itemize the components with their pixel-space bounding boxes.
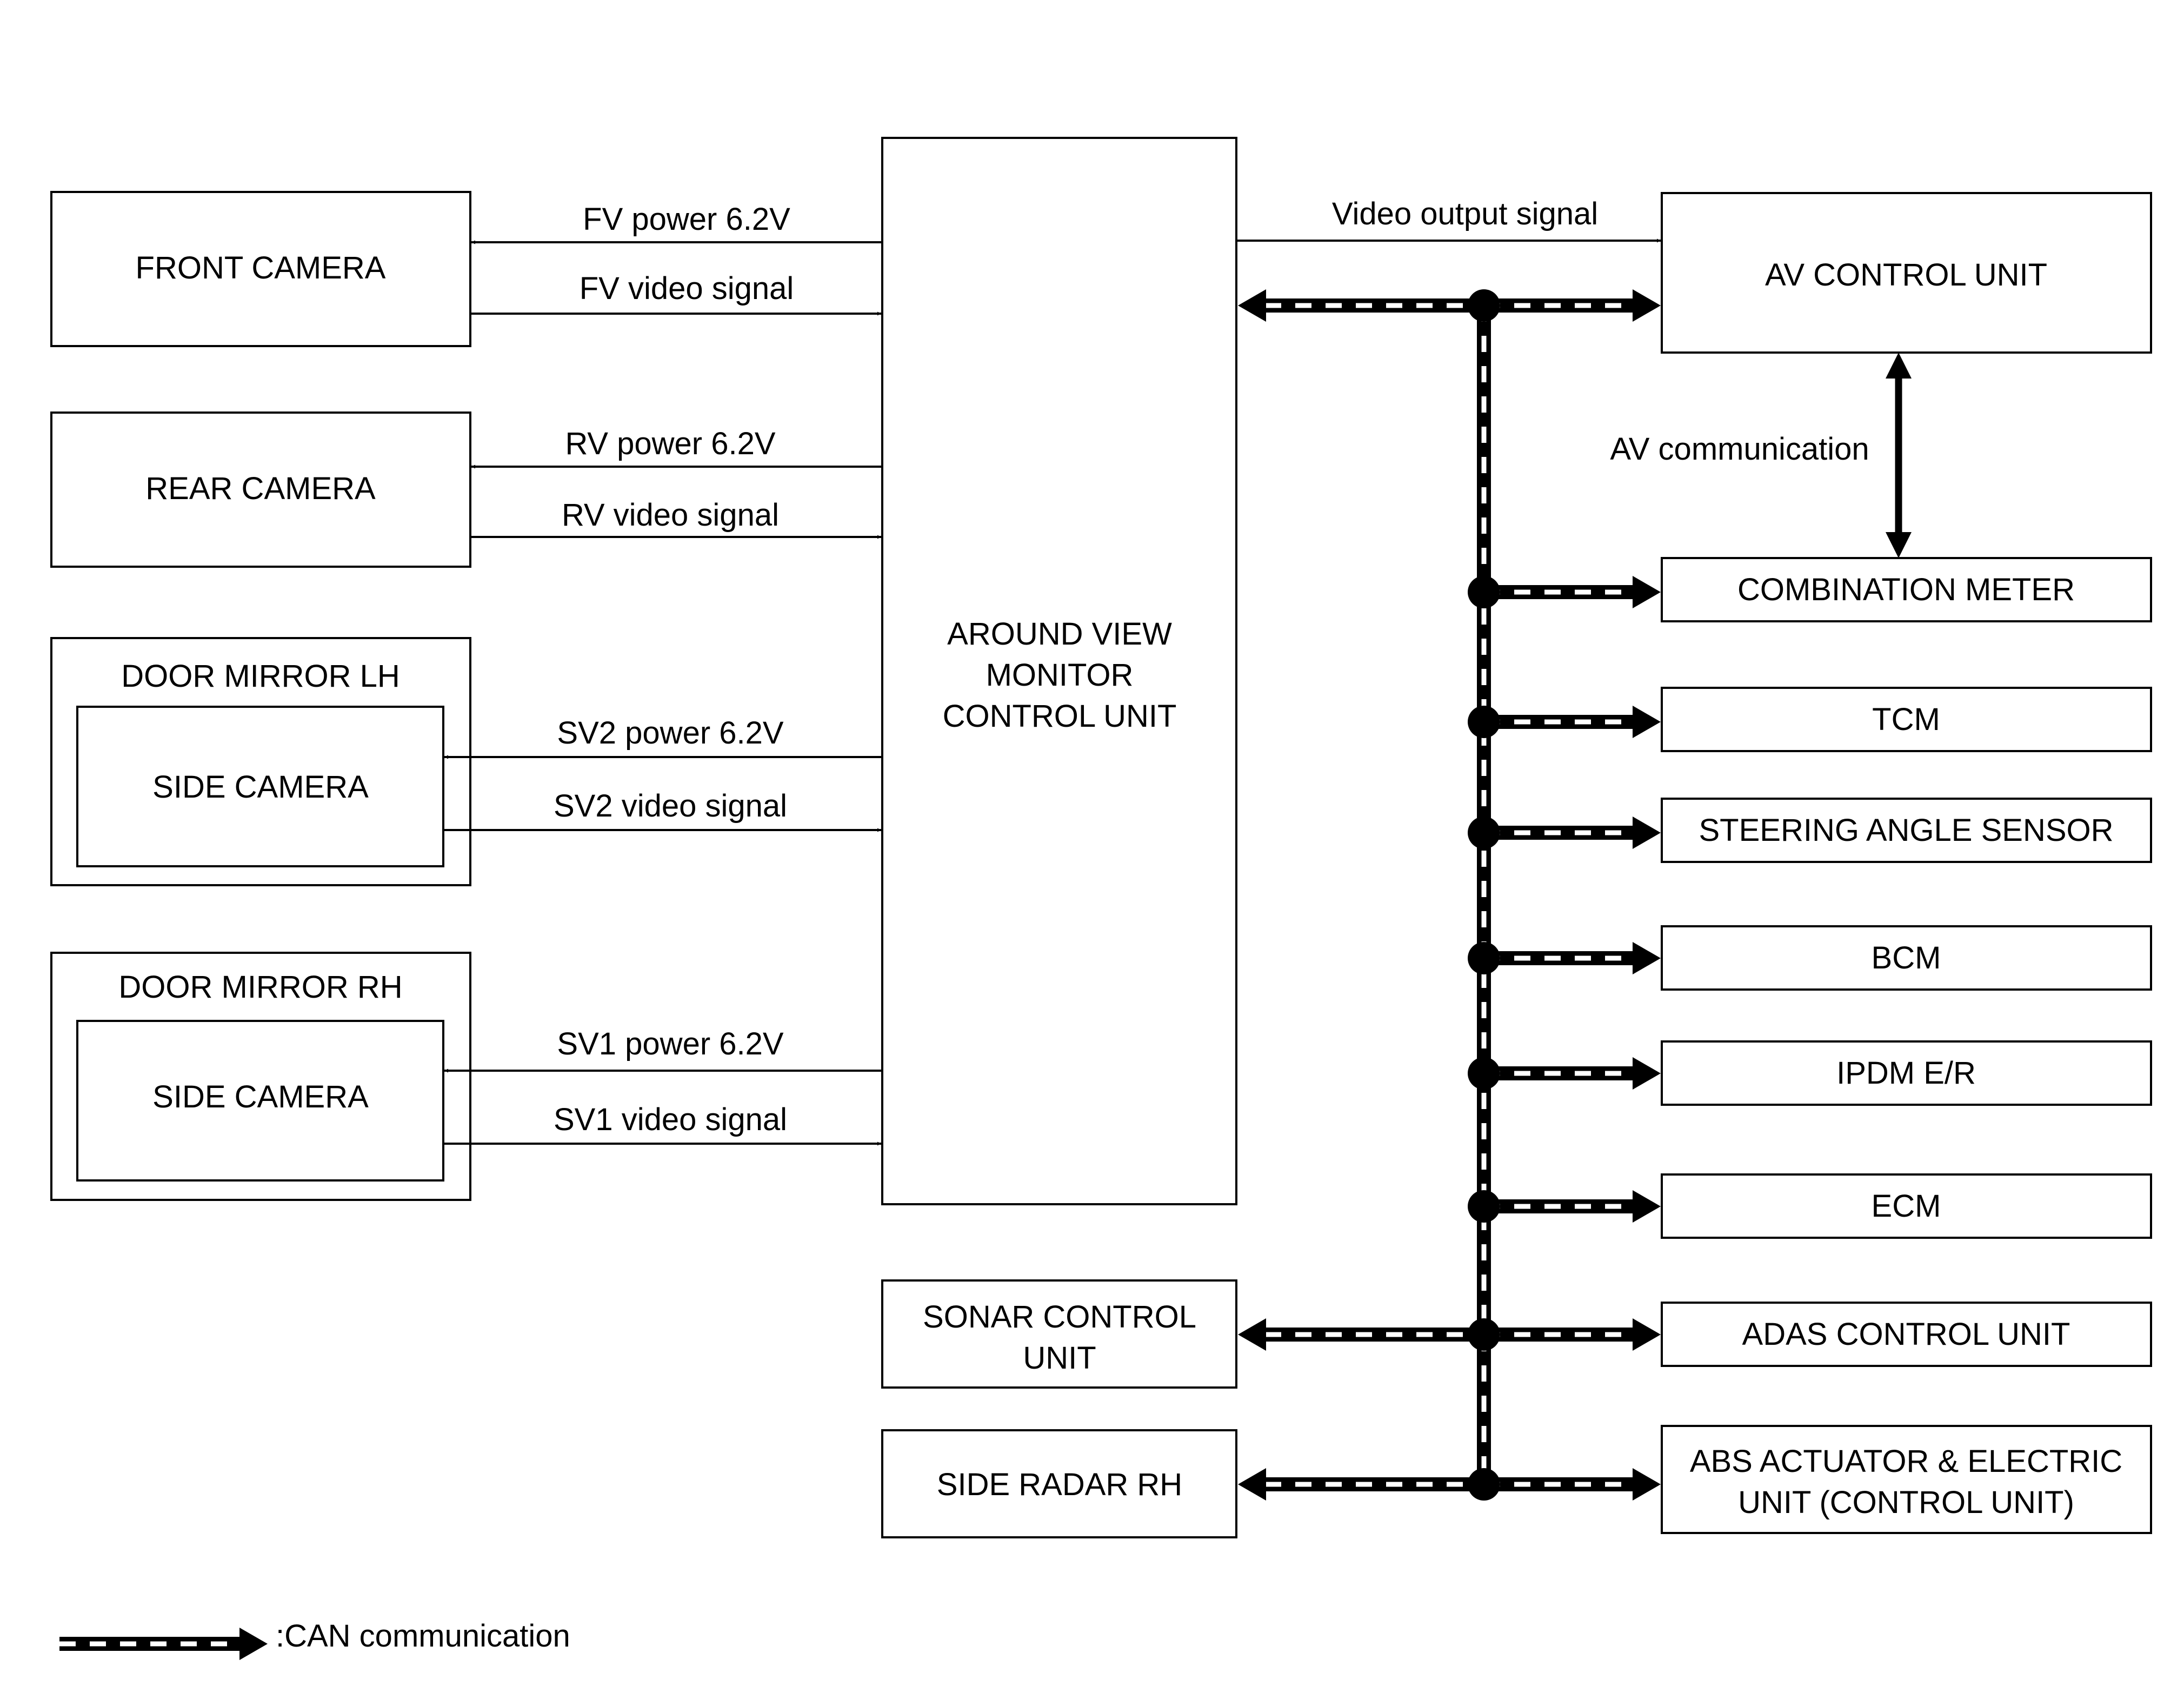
can-arrow-sonar — [1238, 1318, 1266, 1351]
can-junction-tcm — [1468, 706, 1500, 738]
door-mirror-lh-block: DOOR MIRROR LH SIDE CAMERA — [50, 637, 471, 886]
sonar-label-line2: UNIT — [1023, 1340, 1096, 1376]
side-camera-rh-label: SIDE CAMERA — [152, 1079, 369, 1114]
around-view-monitor-control-unit-block: AROUND VIEW MONITOR CONTROL UNIT — [881, 137, 1237, 1205]
can-arrow-ecm — [1633, 1190, 1661, 1223]
combination-meter-block: COMBINATION METER — [1661, 557, 2152, 622]
side-camera-lh-box — [76, 706, 444, 867]
rear-camera-block: REAR CAMERA — [50, 412, 471, 568]
can-junction-ecm — [1468, 1190, 1500, 1223]
side-camera-rh-box — [76, 1020, 444, 1182]
can-junction-av-control-unit — [1468, 289, 1500, 322]
bcm-label: BCM — [1872, 940, 1941, 975]
can-bus-network — [1238, 289, 1661, 1501]
steering-angle-sensor-label: STEERING ANGLE SENSOR — [1699, 813, 2113, 848]
can-arrow-av-control-unit — [1633, 289, 1661, 322]
tcm-block: TCM — [1661, 687, 2152, 752]
sonar-control-unit-block: SONAR CONTROL UNIT — [881, 1279, 1237, 1389]
rear-camera-signals: RV power 6.2V RV video signal — [470, 426, 882, 539]
tcm-label: TCM — [1872, 702, 1940, 737]
av-communication-arrow-up — [1886, 353, 1912, 379]
av-control-unit-label: AV CONTROL UNIT — [1765, 257, 2047, 293]
side-camera-lh-label: SIDE CAMERA — [152, 769, 369, 805]
can-junction-abs — [1468, 1468, 1500, 1501]
can-arrow-side-radar — [1238, 1468, 1266, 1501]
can-arrow-adas — [1633, 1318, 1661, 1351]
door-mirror-lh-label: DOOR MIRROR LH — [121, 659, 400, 694]
fv-video-label: FV video signal — [580, 271, 794, 306]
video-output-signal: Video output signal — [1236, 196, 1661, 243]
legend-can-arrow — [239, 1628, 268, 1660]
av-communication-arrow-down — [1886, 532, 1912, 558]
side-camera-lh-signals: SV2 power 6.2V SV2 video signal — [443, 715, 882, 832]
can-arrow-bcm — [1633, 942, 1661, 974]
sv1-power-label: SV1 power 6.2V — [557, 1026, 783, 1061]
ecm-block: ECM — [1661, 1173, 2152, 1239]
ipdm-block: IPDM E/R — [1661, 1040, 2152, 1106]
bcm-block: BCM — [1661, 925, 2152, 991]
front-camera-signals: FV power 6.2V FV video signal — [470, 202, 882, 316]
av-communication-link: AV communication — [1610, 353, 1912, 558]
fv-power-label: FV power 6.2V — [583, 202, 790, 237]
abs-label-line1: ABS ACTUATOR & ELECTRIC — [1690, 1444, 2122, 1479]
can-arrow-combination-meter — [1633, 576, 1661, 608]
combination-meter-label: COMBINATION METER — [1737, 572, 2075, 607]
can-junction-adas — [1468, 1318, 1500, 1351]
sv2-video-label: SV2 video signal — [554, 788, 787, 824]
adas-control-unit-label: ADAS CONTROL UNIT — [1742, 1317, 2070, 1352]
ipdm-label: IPDM E/R — [1836, 1056, 1976, 1091]
sv1-video-label: SV1 video signal — [554, 1102, 787, 1137]
door-mirror-rh-block: DOOR MIRROR RH SIDE CAMERA — [50, 952, 471, 1201]
side-radar-rh-block: SIDE RADAR RH — [881, 1429, 1237, 1538]
sv2-power-label: SV2 power 6.2V — [557, 715, 783, 751]
can-arrow-steering-angle-sensor — [1633, 817, 1661, 849]
door-mirror-rh-label: DOOR MIRROR RH — [118, 970, 402, 1005]
avm-label-line3: CONTROL UNIT — [943, 699, 1177, 734]
abs-label-line2: UNIT (CONTROL UNIT) — [1738, 1485, 2074, 1520]
sonar-label-line1: SONAR CONTROL — [923, 1299, 1196, 1335]
can-arrow-tcm — [1633, 706, 1661, 738]
abs-actuator-block: ABS ACTUATOR & ELECTRIC UNIT (CONTROL UN… — [1661, 1425, 2152, 1534]
adas-control-unit-block: ADAS CONTROL UNIT — [1661, 1302, 2152, 1367]
can-junction-combination-meter — [1468, 576, 1500, 608]
avm-label-line1: AROUND VIEW — [947, 616, 1172, 652]
rear-camera-label: REAR CAMERA — [145, 471, 376, 506]
legend-can-label: :CAN communication — [276, 1618, 570, 1654]
can-arrow-abs — [1633, 1468, 1661, 1501]
avm-label-line2: MONITOR — [986, 658, 1134, 693]
front-camera-label: FRONT CAMERA — [136, 250, 386, 286]
front-camera-block: FRONT CAMERA — [50, 191, 471, 347]
av-communication-label: AV communication — [1610, 432, 1869, 467]
av-control-unit-block: AV CONTROL UNIT — [1661, 192, 2152, 354]
rv-power-label: RV power 6.2V — [565, 426, 775, 461]
legend: :CAN communication — [59, 1618, 570, 1660]
side-camera-rh-signals: SV1 power 6.2V SV1 video signal — [443, 1026, 882, 1146]
can-arrow-avm — [1238, 289, 1266, 322]
legend-can-line — [59, 1628, 268, 1660]
video-output-label: Video output signal — [1332, 196, 1598, 231]
steering-angle-sensor-block: STEERING ANGLE SENSOR — [1661, 798, 2152, 863]
rv-video-label: RV video signal — [562, 497, 779, 533]
side-radar-rh-label: SIDE RADAR RH — [937, 1467, 1182, 1502]
can-junction-steering-angle-sensor — [1468, 817, 1500, 849]
ecm-label: ECM — [1872, 1189, 1941, 1224]
can-junction-ipdm — [1468, 1057, 1500, 1090]
can-junction-bcm — [1468, 942, 1500, 974]
can-arrow-ipdm — [1633, 1057, 1661, 1090]
